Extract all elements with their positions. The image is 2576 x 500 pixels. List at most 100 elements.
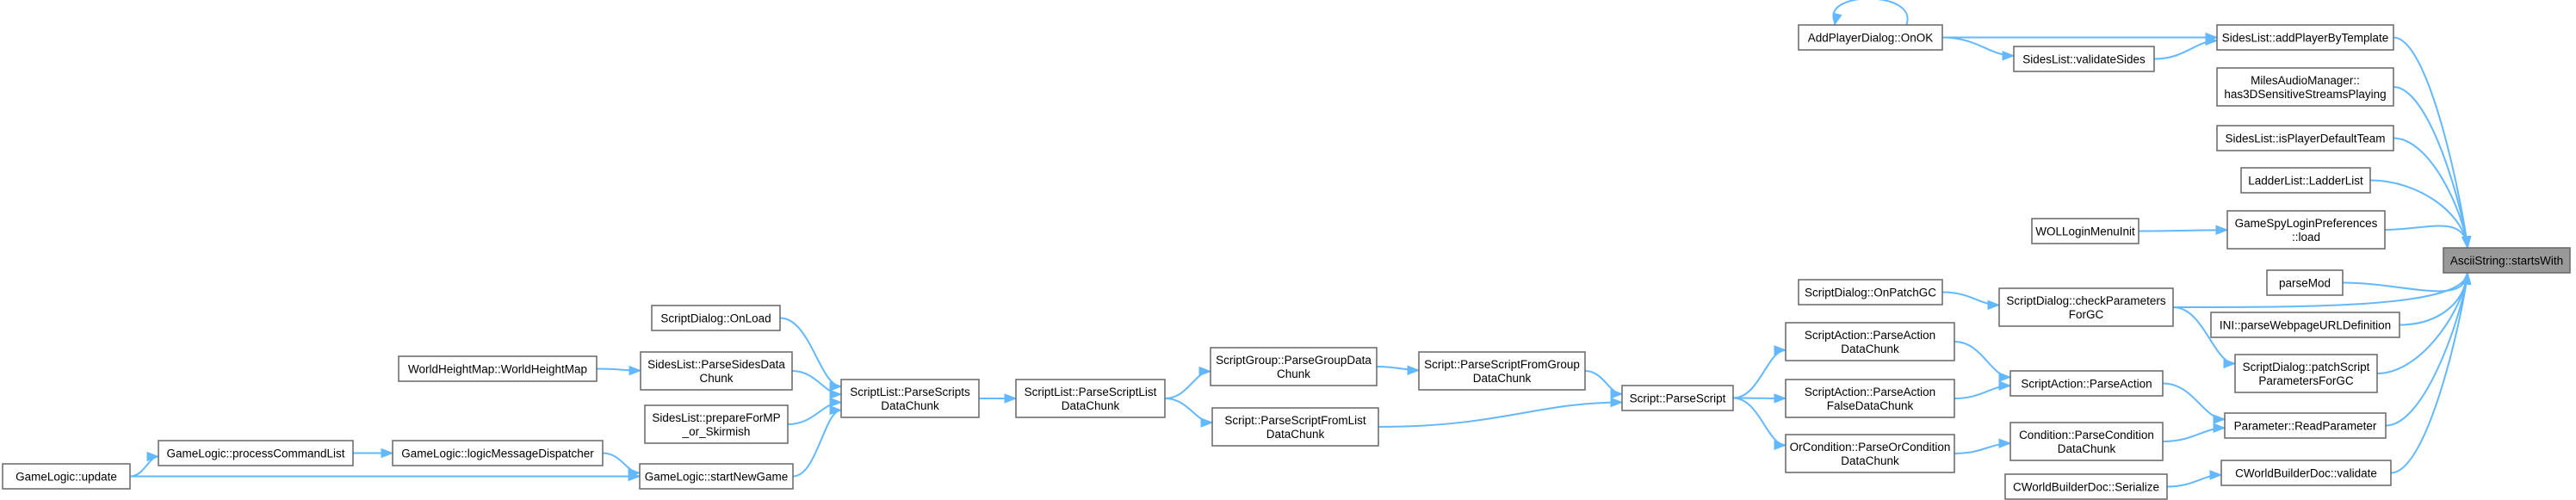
edge-update-to-startNewGame-arrowhead xyxy=(628,471,641,482)
node-label: DataChunk xyxy=(1473,372,1532,385)
edge-wolLogin-to-gamespy-arrowhead xyxy=(2215,225,2229,235)
edge-onOK-to-onOK xyxy=(1832,0,1909,26)
nodes-layer: AsciiString::startsWith SidesList::addPla… xyxy=(2,24,2571,500)
node-serialize[interactable]: CWorldBuilderDoc::Serialize xyxy=(2004,473,2168,500)
edge-parseScript-to-orCondition-arrowhead xyxy=(1774,440,1787,451)
edge-groupData-to-fromGroup-arrowhead xyxy=(1407,365,1421,375)
node-label: SidesList::validateSides xyxy=(2022,53,2146,66)
node-label: SidesList::ParseSidesData xyxy=(647,358,785,371)
node-box xyxy=(2224,412,2387,439)
node-logicDispatcher[interactable]: GameLogic::logicMessageDispatcher xyxy=(392,440,604,466)
node-box xyxy=(2240,167,2371,194)
edge-onPatchGC-to-checkParams-arrowhead xyxy=(1987,299,2001,311)
node-label: GameLogic::processCommandList xyxy=(166,448,344,460)
node-label: DataChunk xyxy=(881,399,939,412)
node-prepare[interactable]: SidesList::prepareForMP_or_Skirmish xyxy=(644,404,789,444)
edge-logicDispatcher-to-startNewGame xyxy=(602,452,641,474)
node-label: Chunk xyxy=(699,372,733,385)
edge-actionDataChunk-to-scriptActionParse xyxy=(1954,341,2011,379)
node-box xyxy=(2266,269,2344,296)
node-miles[interactable]: MilesAudioManager::has3DSensitiveStreams… xyxy=(2216,67,2394,107)
node-box xyxy=(2216,125,2394,151)
edge-sidesData-to-scriptsData-arrowhead xyxy=(829,389,843,399)
node-label: ScriptDialog::checkParameters xyxy=(2006,294,2166,307)
node-label: ScriptGroup::ParseGroupData xyxy=(1216,354,1372,367)
node-label: MilesAudioManager:: xyxy=(2251,74,2360,87)
edge-processCmd-to-logicDispatcher-arrowhead xyxy=(381,448,394,459)
node-box xyxy=(2004,473,2168,500)
edge-checkParams-to-patchScript-arrowhead xyxy=(2223,358,2237,369)
node-box xyxy=(2226,210,2386,250)
node-startNewGame[interactable]: GameLogic::startNewGame xyxy=(639,463,794,490)
node-parseScript[interactable]: Script::ParseScript xyxy=(1621,385,1734,411)
node-validateSides[interactable]: SidesList::validateSides xyxy=(2013,46,2155,72)
node-processCmd[interactable]: GameLogic::processCommandList xyxy=(158,440,354,466)
edge-worldHeight-to-sidesData-arrowhead xyxy=(629,365,642,376)
node-label: ScriptDialog::patchScript xyxy=(2243,361,2370,373)
node-label: Script::ParseScriptFromList xyxy=(1224,414,1366,427)
node-validate[interactable]: CWorldBuilderDoc::validate xyxy=(2220,460,2392,486)
node-label: ScriptDialog::OnPatchGC xyxy=(1805,287,1936,299)
node-label: ScriptAction::ParseAction xyxy=(1805,386,1935,398)
node-box xyxy=(1785,379,1955,418)
node-isPlayerDefault[interactable]: SidesList::isPlayerDefaultTeam xyxy=(2216,125,2394,151)
edge-prepare-to-scriptsData-arrowhead xyxy=(829,397,843,408)
node-label: ScriptAction::ParseAction xyxy=(2021,378,2152,391)
edge-checkParams-to-root xyxy=(2172,272,2468,308)
edge-actionFalseDataChunk-to-scriptActionParse-arrowhead xyxy=(1998,380,2012,391)
node-update[interactable]: GameLogic::update xyxy=(2,463,131,490)
node-addByTemplate[interactable]: SidesList::addPlayerByTemplate xyxy=(2216,24,2394,51)
node-box xyxy=(158,440,354,466)
node-label: FalseDataChunk xyxy=(1827,399,1914,412)
edge-wolLogin-to-gamespy xyxy=(2138,229,2228,232)
node-gamespy[interactable]: GameSpyLoginPreferences::load xyxy=(2226,210,2386,250)
node-label: OrCondition::ParseOrCondition xyxy=(1790,441,1951,454)
node-root[interactable]: AsciiString::startsWith xyxy=(2443,247,2571,274)
node-box xyxy=(1798,24,1943,51)
node-box xyxy=(2216,67,2394,107)
node-label: _or_Skirmish xyxy=(682,425,751,438)
node-box xyxy=(840,379,980,418)
edge-listData-to-fromList xyxy=(1164,398,1213,424)
edge-checkParams-to-root-arrowhead xyxy=(2461,271,2472,286)
node-onOK[interactable]: AddPlayerDialog::OnOK xyxy=(1798,24,1943,51)
edge-scriptsData-to-listData-arrowhead xyxy=(1004,393,1018,404)
node-label: DataChunk xyxy=(1841,454,1899,467)
edge-fromList-to-parseScript xyxy=(1378,401,1623,428)
edge-validateSides-to-addByTemplate-arrowhead xyxy=(2205,35,2219,46)
edge-fromList-to-parseScript-arrowhead xyxy=(1610,397,1624,408)
node-label: Script::ParseScriptFromGroup xyxy=(1424,358,1580,371)
node-iniParse[interactable]: INI::parseWebpageURLDefinition xyxy=(2210,312,2400,338)
node-box xyxy=(639,463,794,490)
node-ladder[interactable]: LadderList::LadderList xyxy=(2240,167,2371,194)
node-scriptActionParse[interactable]: ScriptAction::ParseAction xyxy=(2009,370,2164,397)
node-label: GameLogic::logicMessageDispatcher xyxy=(401,448,594,460)
node-worldHeight[interactable]: WorldHeightMap::WorldHeightMap xyxy=(398,355,598,382)
node-readParam[interactable]: Parameter::ReadParameter xyxy=(2224,412,2387,439)
edge-isPlayerDefault-to-root xyxy=(2393,137,2468,249)
edge-onOK-to-onOK-arrowhead xyxy=(1832,12,1842,27)
node-box xyxy=(1998,287,2174,327)
node-label: ScriptDialog::OnLoad xyxy=(660,312,771,325)
node-onPatchGC[interactable]: ScriptDialog::OnPatchGC xyxy=(1798,279,1943,306)
node-onLoad[interactable]: ScriptDialog::OnLoad xyxy=(651,305,781,331)
node-wolLogin[interactable]: WOLLoginMenuInit xyxy=(2031,218,2139,244)
node-label: ::load xyxy=(2292,231,2320,244)
node-label: DataChunk xyxy=(1062,399,1120,412)
node-parseMod[interactable]: parseMod xyxy=(2266,269,2344,296)
node-label: ScriptAction::ParseAction xyxy=(1805,329,1935,342)
node-label: ParametersForGC xyxy=(2258,374,2354,387)
node-label: DataChunk xyxy=(2058,442,2116,455)
